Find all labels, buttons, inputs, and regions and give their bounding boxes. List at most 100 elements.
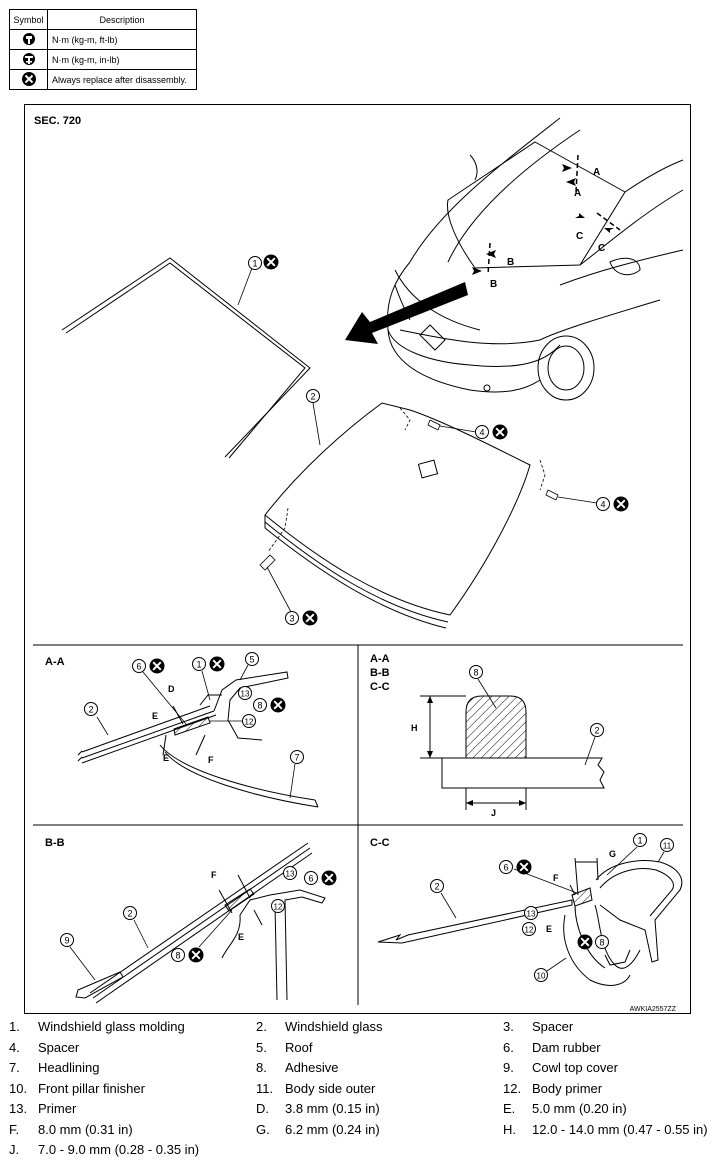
- svg-text:6: 6: [136, 662, 141, 672]
- legend-text: Roof: [285, 1039, 313, 1055]
- svg-text:7: 7: [294, 753, 299, 763]
- dim-label-j: J: [491, 808, 496, 818]
- dim-label-e: E: [546, 924, 552, 934]
- svg-text:2: 2: [594, 726, 599, 736]
- car-front-illustration: [386, 117, 684, 401]
- section-cc-drawing: [377, 857, 683, 986]
- legend-number: J.: [9, 1142, 20, 1157]
- legend-text: 3.8 mm (0.15 in): [285, 1101, 380, 1116]
- callout-2: [590, 723, 604, 737]
- callout-8: [469, 665, 483, 679]
- svg-text:3: 3: [289, 614, 294, 624]
- section-label: SEC. 720: [34, 115, 81, 127]
- callout-3: [285, 611, 299, 625]
- dim-label-h: H: [411, 723, 418, 733]
- legend-text: Headlining: [38, 1060, 100, 1075]
- svg-text:8: 8: [599, 938, 604, 948]
- legend-number: 1.: [9, 1019, 20, 1034]
- legend-number: F.: [9, 1121, 20, 1137]
- legend-text: 8.0 mm (0.31 in): [38, 1121, 133, 1137]
- legend-text: Spacer: [38, 1039, 80, 1055]
- legend-text: 7.0 - 9.0 mm (0.28 - 0.35 in): [38, 1142, 200, 1157]
- svg-text:1: 1: [252, 259, 257, 269]
- legend-row: 7. Headlining 8. Adhesive 9. Cowl top co…: [9, 1060, 713, 1081]
- dim-label-g: G: [609, 849, 616, 859]
- symbol-table: Symbol Description N·m (kg-m, ft-lb) N·m…: [9, 9, 197, 90]
- dim-label-f: F: [208, 755, 214, 765]
- svg-text:6: 6: [308, 874, 313, 884]
- legend-text: 12.0 - 14.0 mm (0.47 - 0.55 in): [532, 1121, 708, 1137]
- view-label-a: A: [593, 167, 600, 178]
- svg-text:4: 4: [600, 500, 605, 510]
- figure-code: AWKIA2557ZZ: [630, 1006, 677, 1013]
- aa-callouts: 2 6 1 5 13 8 12 7: [84, 652, 304, 799]
- torque-wrench-icon: [9, 29, 48, 50]
- legend-number: 7.: [9, 1060, 20, 1075]
- legend-number: 5.: [256, 1039, 267, 1055]
- legend-number: 3.: [503, 1019, 514, 1034]
- dim-label-f: F: [553, 873, 559, 883]
- legend-number: 13.: [9, 1101, 28, 1116]
- section-aa-drawing: [77, 671, 319, 808]
- legend-row: 4. Spacer 5. Roof 6. Dam rubber: [9, 1040, 713, 1061]
- adhesive-dimension-drawing: [420, 695, 605, 810]
- callout-1: [248, 256, 262, 270]
- panel-title-combined-cc: C-C: [370, 681, 390, 693]
- dim-label-d: D: [168, 684, 175, 694]
- legend-text: Spacer: [532, 1019, 574, 1034]
- svg-text:13: 13: [527, 910, 536, 919]
- legend-row: F. 8.0 mm (0.31 in) G. 6.2 mm (0.24 in) …: [9, 1122, 713, 1143]
- svg-text:12: 12: [274, 903, 283, 912]
- panel-title-combined-aa: A-A: [370, 653, 390, 665]
- svg-text:2: 2: [127, 909, 132, 919]
- section-markers: [487, 154, 621, 276]
- panel-title-aa: A-A: [45, 656, 65, 668]
- legend-text: Body primer: [532, 1080, 603, 1096]
- symbol-description: Always replace after disassembly.: [47, 69, 197, 90]
- svg-text:2: 2: [88, 705, 93, 715]
- always-replace-icon: [9, 69, 48, 90]
- svg-text:1: 1: [196, 660, 201, 670]
- view-label-c: C: [598, 243, 605, 254]
- legend-text: Front pillar finisher: [38, 1080, 145, 1096]
- callout-4: [475, 425, 489, 439]
- cc-callouts: 2 6 1 11 13 12 8 10: [430, 833, 674, 982]
- legend-row: 13. Primer D. 3.8 mm (0.15 in) E. 5.0 mm…: [9, 1101, 713, 1122]
- panel-dividers: [33, 644, 683, 1005]
- legend-text: Windshield glass: [285, 1019, 383, 1034]
- panel-title-combined-bb: B-B: [370, 667, 390, 679]
- legend-number: H.: [503, 1121, 516, 1137]
- svg-text:10: 10: [537, 972, 546, 981]
- svg-text:8: 8: [257, 701, 262, 711]
- legend-row: J. 7.0 - 9.0 mm (0.28 - 0.35 in): [9, 1142, 713, 1163]
- dim-label-e: E: [152, 711, 158, 721]
- section-bb-drawing: [75, 842, 326, 1004]
- legend-number: 8.: [256, 1060, 267, 1075]
- legend-text: Dam rubber: [532, 1039, 601, 1055]
- molding-outline: [61, 257, 311, 459]
- svg-text:2: 2: [434, 882, 439, 892]
- parts-legend: 1. Windshield glass molding 2. Windshiel…: [9, 1019, 713, 1163]
- legend-number: E.: [503, 1101, 516, 1116]
- view-label-b: B: [490, 279, 497, 290]
- legend-row: 1. Windshield glass molding 2. Windshiel…: [9, 1019, 713, 1040]
- dim-label-f: F: [211, 870, 217, 880]
- svg-text:13: 13: [286, 870, 295, 879]
- legend-number: 11.: [256, 1080, 274, 1096]
- legend-number: 2.: [256, 1019, 267, 1034]
- svg-text:8: 8: [473, 668, 478, 678]
- legend-row: 10. Front pillar finisher 11. Body side …: [9, 1081, 713, 1102]
- direction-arrow: [345, 282, 468, 344]
- svg-text:11: 11: [663, 842, 672, 851]
- svg-text:5: 5: [249, 655, 254, 665]
- legend-number: G.: [256, 1121, 270, 1137]
- view-label-c: C: [576, 231, 583, 242]
- legend-number: 12.: [503, 1080, 522, 1096]
- diagram-frame: [24, 104, 691, 1014]
- panel-title-bb: B-B: [45, 837, 65, 849]
- legend-number: D.: [256, 1101, 269, 1116]
- svg-text:1: 1: [637, 836, 642, 846]
- legend-text: Cowl top cover: [532, 1060, 618, 1075]
- windshield-glass-outline: [264, 402, 531, 629]
